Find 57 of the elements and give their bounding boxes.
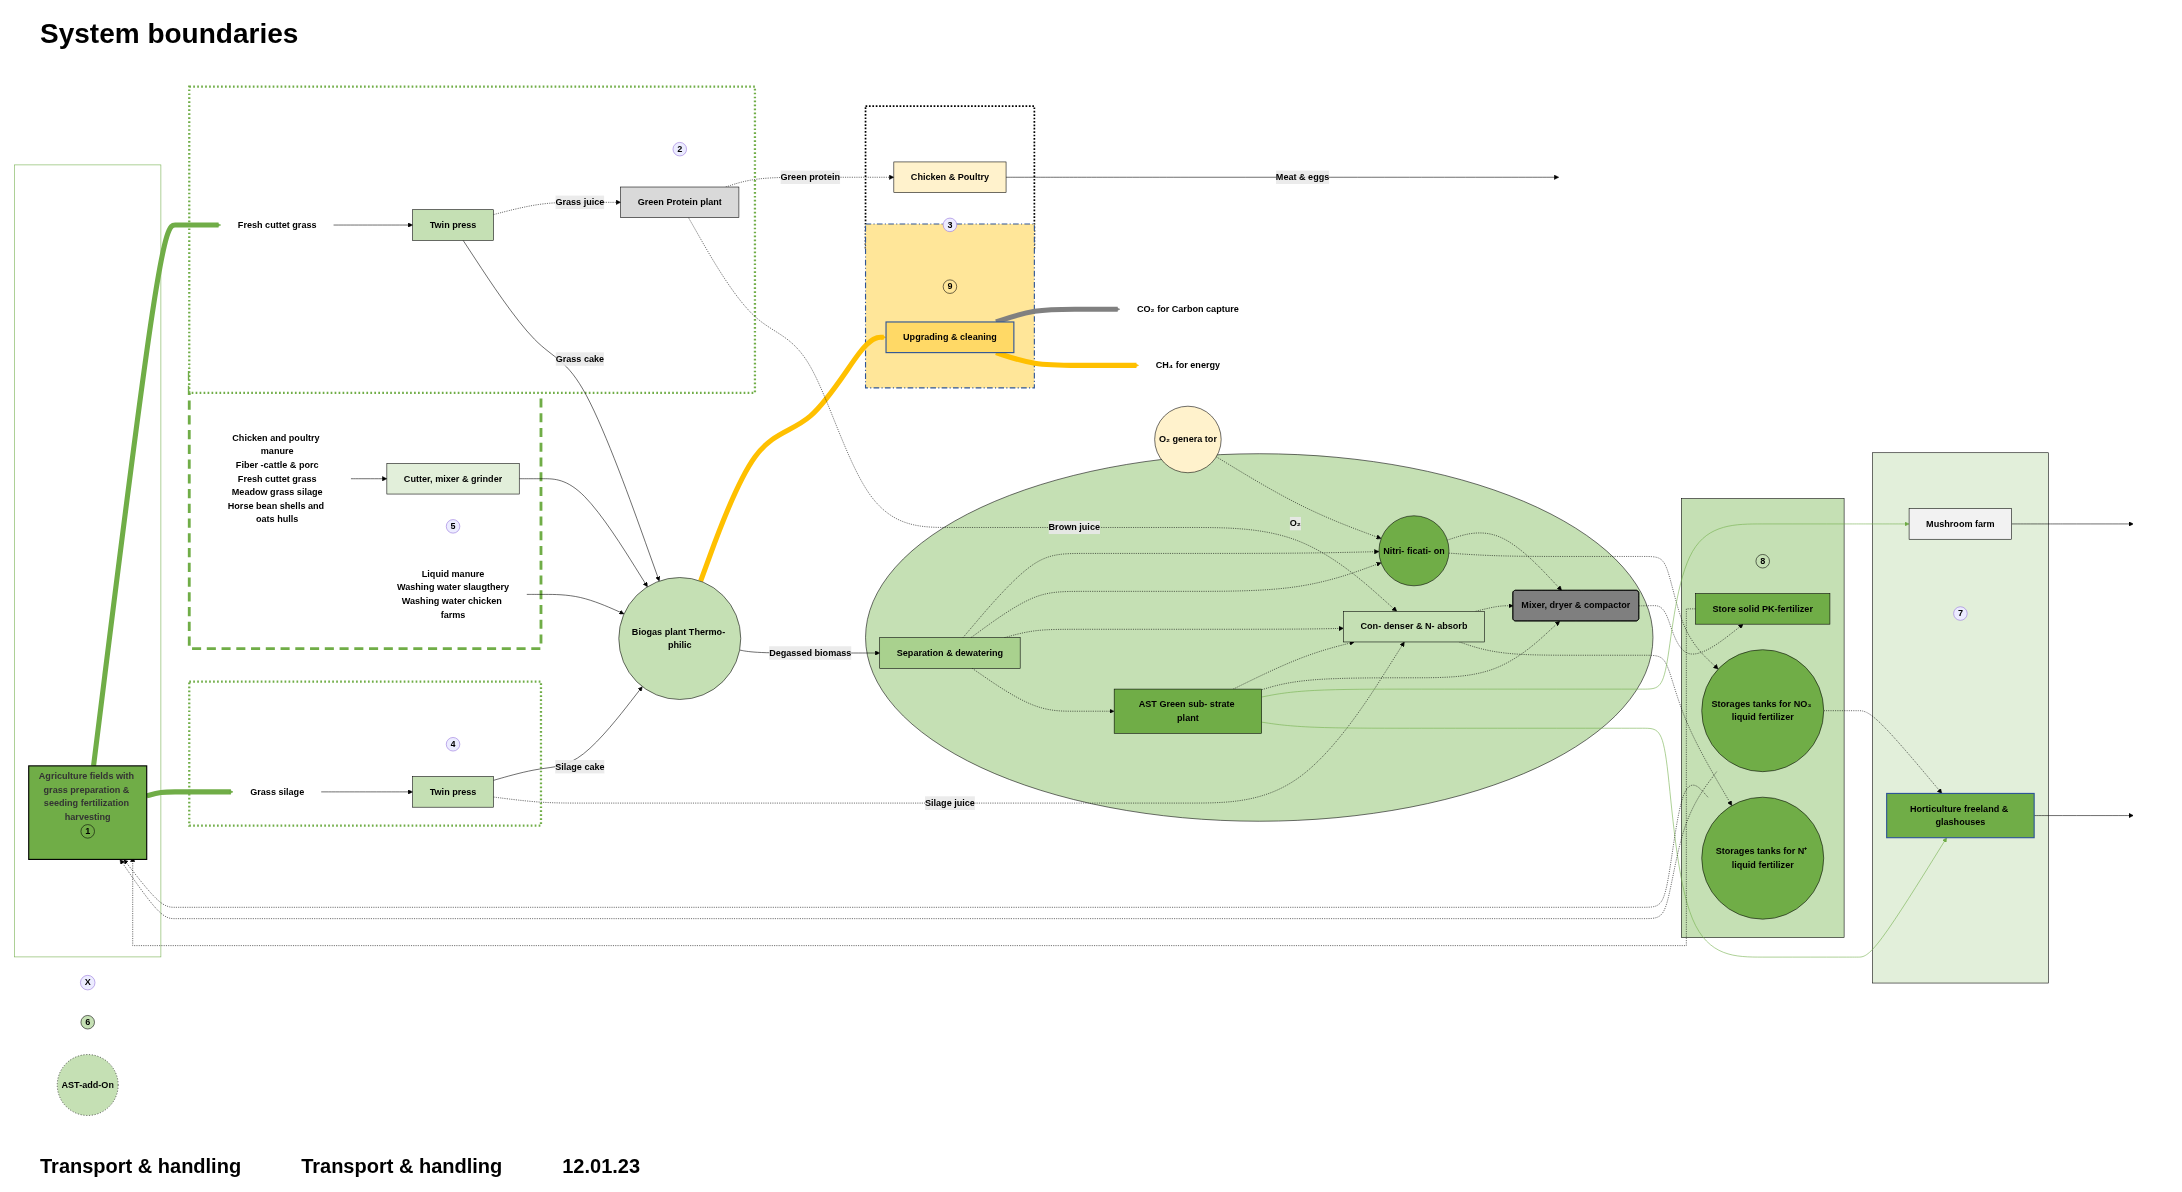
node-circle: 8	[1755, 554, 1770, 569]
node-circle: 1	[80, 824, 95, 839]
cluster	[1681, 498, 1845, 938]
node-text: Grass silage	[250, 786, 305, 797]
edge-label: Silage cake	[555, 761, 605, 772]
node-circle: 6	[80, 1015, 95, 1030]
node-circle: Storages tanks for NO₃ liquid fertilizer	[1701, 649, 1824, 772]
node-box: Separation & dewatering	[879, 637, 1021, 669]
node-circle: 3	[942, 217, 957, 232]
cluster	[864, 223, 1035, 389]
edge-label: Silage juice	[924, 797, 975, 808]
node-text: Chicken and poultry manure Fiber -cattle & porc Fresh cuttet grass Meadow grass silage Horse bean shells and oats hulls	[227, 432, 325, 525]
edge-label: Meat & eggs	[1275, 172, 1330, 182]
node-box: AST Green sub- strate plant	[1113, 688, 1262, 734]
node-box: Upgrading & cleaning	[885, 321, 1015, 354]
cluster	[14, 164, 162, 958]
note-text: Transport & handling	[301, 1154, 503, 1178]
arrow	[91, 222, 222, 767]
node-circle: 7	[1953, 606, 1968, 621]
node-text: Fresh cuttet grass	[237, 219, 317, 230]
node-box: Con- denser & N- absorb	[1343, 611, 1485, 643]
node-box: Chicken & Poultry	[893, 161, 1007, 193]
node-circle: X	[80, 975, 96, 991]
node-circle: 2	[672, 142, 687, 157]
node-circle: Biogas plant Thermo- philic	[618, 577, 742, 700]
node-box: Cutter, mixer & grinder	[386, 463, 520, 495]
node-circle: O₂ genera tor	[1154, 405, 1222, 473]
node-box: Twin press	[412, 776, 494, 808]
note-text: 12.01.23	[562, 1154, 641, 1178]
edge-label: Grass cake	[555, 353, 605, 364]
node-box: Mushroom farm	[1908, 508, 2012, 540]
edge-label: Grass juice	[555, 197, 605, 207]
cluster	[1872, 452, 2049, 984]
arrow	[698, 334, 887, 583]
node-circle: 4	[446, 737, 461, 752]
node-circle: Storages tanks for N⁺ liquid fertilizer	[1701, 796, 1824, 920]
diagram-title: System boundaries	[40, 18, 299, 50]
node-text: CH₄ for energy	[1155, 360, 1221, 370]
edge-label: O₂	[1289, 518, 1301, 529]
edge-label: Degassed biomass	[769, 647, 852, 658]
node-box: Twin press	[412, 209, 494, 241]
note-text: Transport & handling	[40, 1154, 242, 1178]
cluster	[188, 85, 757, 394]
node-box: Horticulture freeland & glashouses	[1886, 792, 2035, 839]
node-text: CO₂ for Carbon capture	[1136, 304, 1239, 314]
cluster	[864, 105, 1036, 251]
node-box: Store solid PK-fertilizer	[1695, 593, 1831, 625]
arrow	[146, 789, 234, 799]
edge-label: Green protein	[780, 172, 840, 182]
node-circle: AST-add-On	[56, 1054, 119, 1116]
node-box: Green Protein plant	[620, 186, 740, 218]
cluster	[188, 680, 543, 827]
node-circle: 5	[446, 519, 461, 534]
edge-label: Brown juice	[1048, 522, 1100, 533]
node-circle: Nitri- ficati- on	[1378, 515, 1450, 587]
node-text: Liquid manure Washing water slaugthery Washing water chicken farms	[396, 568, 510, 620]
node-circle: 9	[942, 279, 957, 294]
